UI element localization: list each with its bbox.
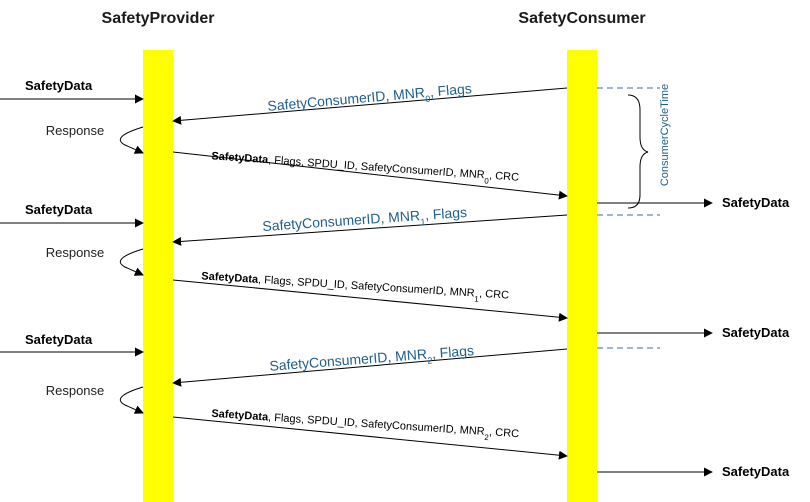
reply-arrow bbox=[172, 279, 568, 322]
reply-label: SafetyData, Flags, SPDU_ID, SafetyConsum… bbox=[211, 150, 520, 187]
provider-lifeline bbox=[143, 50, 173, 502]
request-arrow bbox=[172, 87, 568, 125]
cycle-time-label: ConsumerCycleTime bbox=[659, 84, 671, 186]
safety-data-in-label: SafetyData bbox=[25, 78, 93, 93]
safety-data-out-label: SafetyData bbox=[722, 195, 790, 210]
provider-header: SafetyProvider bbox=[102, 10, 215, 27]
cycle-time-brace bbox=[627, 94, 649, 209]
response-loop-arrow bbox=[120, 386, 144, 414]
response-label: Response bbox=[46, 383, 105, 398]
reply-arrow bbox=[172, 416, 568, 460]
response-loop-arrow bbox=[120, 248, 144, 276]
response-label: Response bbox=[46, 245, 105, 260]
request-label: SafetyConsumerID, MNR0, Flags bbox=[267, 80, 473, 118]
request-arrow bbox=[172, 348, 568, 387]
safety-data-in-label: SafetyData bbox=[25, 332, 93, 347]
safety-data-in-label: SafetyData bbox=[25, 202, 93, 217]
reply-label: SafetyData, Flags, SPDU_ID, SafetyConsum… bbox=[201, 270, 510, 305]
request-label: SafetyConsumerID, MNR1, Flags bbox=[262, 204, 468, 238]
reply-arrow bbox=[172, 151, 568, 200]
cycle-group: SafetyData SafetyConsumerID, MNR1, FlagsR… bbox=[0, 202, 790, 340]
consumer-lifeline bbox=[567, 50, 597, 502]
cycle-group: SafetyData SafetyConsumerID, MNR0, FlagsR… bbox=[0, 78, 790, 210]
response-loop-arrow bbox=[120, 126, 144, 154]
response-label: Response bbox=[46, 123, 105, 138]
safety-data-out-label: SafetyData bbox=[722, 464, 790, 479]
request-arrow bbox=[172, 214, 568, 246]
consumer-header: SafetyConsumer bbox=[518, 10, 645, 27]
safety-data-out-label: SafetyData bbox=[722, 325, 790, 340]
